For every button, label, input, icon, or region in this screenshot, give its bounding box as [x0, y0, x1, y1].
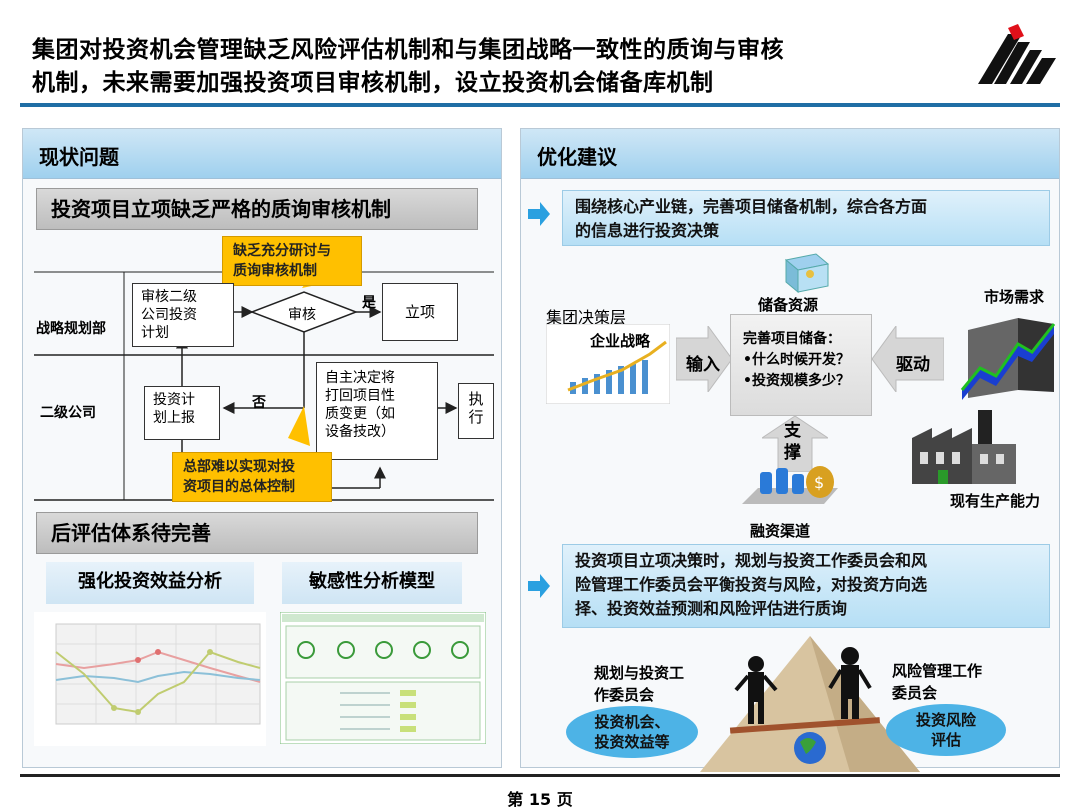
callout-no-control: 总部难以实现对投 资项目的总体控制: [172, 452, 332, 502]
ellipse-risk-assessment: 投资风险 评估: [886, 704, 1006, 756]
box-approve: 立项: [382, 283, 458, 341]
strategy-label: 企业战略: [590, 330, 651, 351]
market-label: 市场需求: [984, 288, 1045, 306]
committee-left-label: 规划与投资工 作委员会: [594, 664, 685, 704]
row-label-strategy: 战略规划部: [36, 321, 106, 337]
balance-scale-illustration: [700, 636, 920, 772]
input-label: 输入: [686, 355, 720, 375]
diamond-review-label: 审核: [288, 307, 316, 323]
right-panel-header: 优化建议: [521, 129, 1059, 179]
committee-right-label: 风险管理工作 委员会: [892, 662, 983, 702]
finance-money-icon: $: [742, 466, 838, 504]
drive-arrow: [872, 326, 944, 392]
sub-sensitivity-model: 敏感性分析模型: [282, 562, 462, 604]
support-label: 支 撑: [784, 421, 801, 463]
box-execute: 执 行: [458, 383, 494, 439]
reserve-label: 储备资源: [758, 296, 819, 314]
sensitivity-model-thumbnail: [280, 612, 486, 744]
finance-label: 融资渠道: [750, 522, 811, 540]
factory-icon: [912, 410, 1016, 484]
arrow-right-icon-2: [528, 574, 550, 598]
support-arrow: [762, 416, 828, 472]
ellipse-investment-opportunity: 投资机会、 投资效益等: [566, 706, 698, 758]
center-reserve-box: 完善项目储备： •什么时候开发？ •投资规模多少？: [730, 314, 872, 416]
footer-divider: [20, 774, 1060, 777]
no-label: 否: [252, 395, 266, 411]
capacity-label: 现有生产能力: [950, 492, 1041, 510]
section-title-review: 投资项目立项缺乏严格的质询审核机制: [36, 188, 478, 230]
left-panel-header: 现状问题: [23, 129, 501, 179]
benefit-chart-thumbnail: [34, 612, 266, 746]
box-report-plan: 投资计 划上报: [144, 386, 220, 440]
row-label-subsidiary: 二级公司: [40, 405, 96, 421]
sub-benefit-analysis: 强化投资效益分析: [46, 562, 254, 604]
box-self-decide: 自主决定将 打回项目性 质变更（如 设备技改）: [316, 362, 438, 460]
suggestion-committee: 投资项目立项决策时，规划与投资工作委员会和风 险管理工作委员会平衡投资与风险，对…: [562, 544, 1050, 628]
section-title-post-eval: 后评估体系待完善: [36, 512, 478, 554]
callout-lack-review: 缺乏充分研讨与 质询审核机制: [222, 236, 362, 286]
input-arrow: [676, 326, 732, 392]
suggestion-reserve: 围绕核心产业链，完善项目储备机制，综合各方面 的信息进行投资决策: [562, 190, 1050, 246]
box-review-plan: 审核二级 公司投资 计划: [132, 283, 234, 347]
market-demand-icon: [960, 318, 1056, 400]
svg-text:$: $: [814, 473, 824, 492]
title-divider: [20, 103, 1060, 107]
reserve-cube-icon: [784, 253, 830, 294]
arrow-right-icon: [528, 202, 550, 226]
page-number: 第 15 页: [507, 790, 573, 809]
group-label: 集团决策层: [546, 308, 627, 327]
company-logo-icon: [978, 24, 1056, 84]
page-title: 集团对投资机会管理缺乏风险评估机制和与集团战略一致性的质询与审核 机制，未来需要…: [32, 37, 784, 96]
drive-label: 驱动: [896, 355, 930, 375]
yes-label: 是: [362, 295, 376, 311]
